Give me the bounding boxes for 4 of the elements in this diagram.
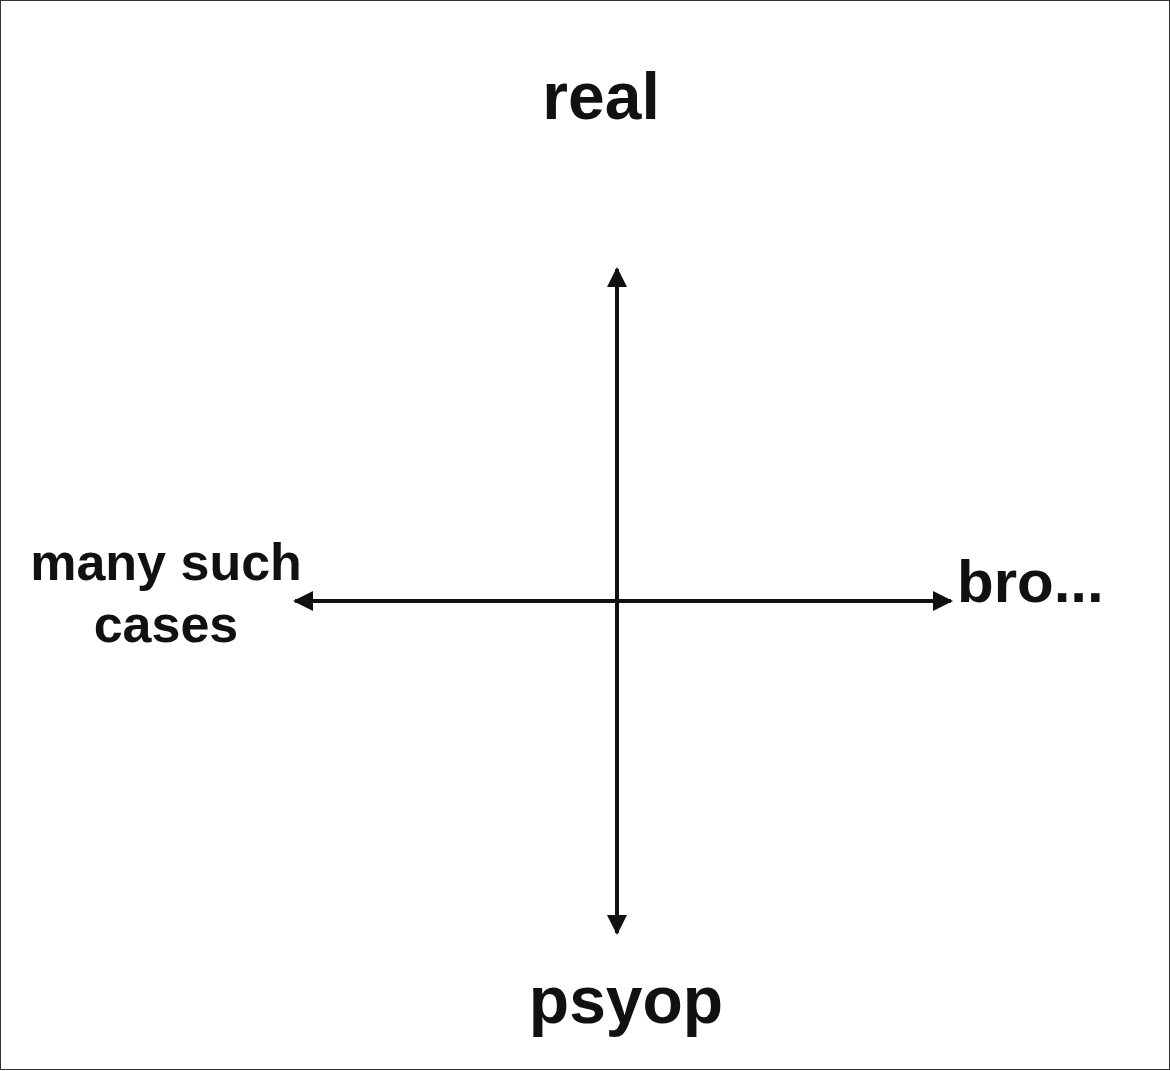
axis-label: psyop bbox=[528, 963, 724, 1037]
axis-label: many such cases bbox=[30, 533, 302, 654]
axis-label: real bbox=[542, 59, 660, 133]
axis-label: bro... bbox=[957, 548, 1104, 615]
